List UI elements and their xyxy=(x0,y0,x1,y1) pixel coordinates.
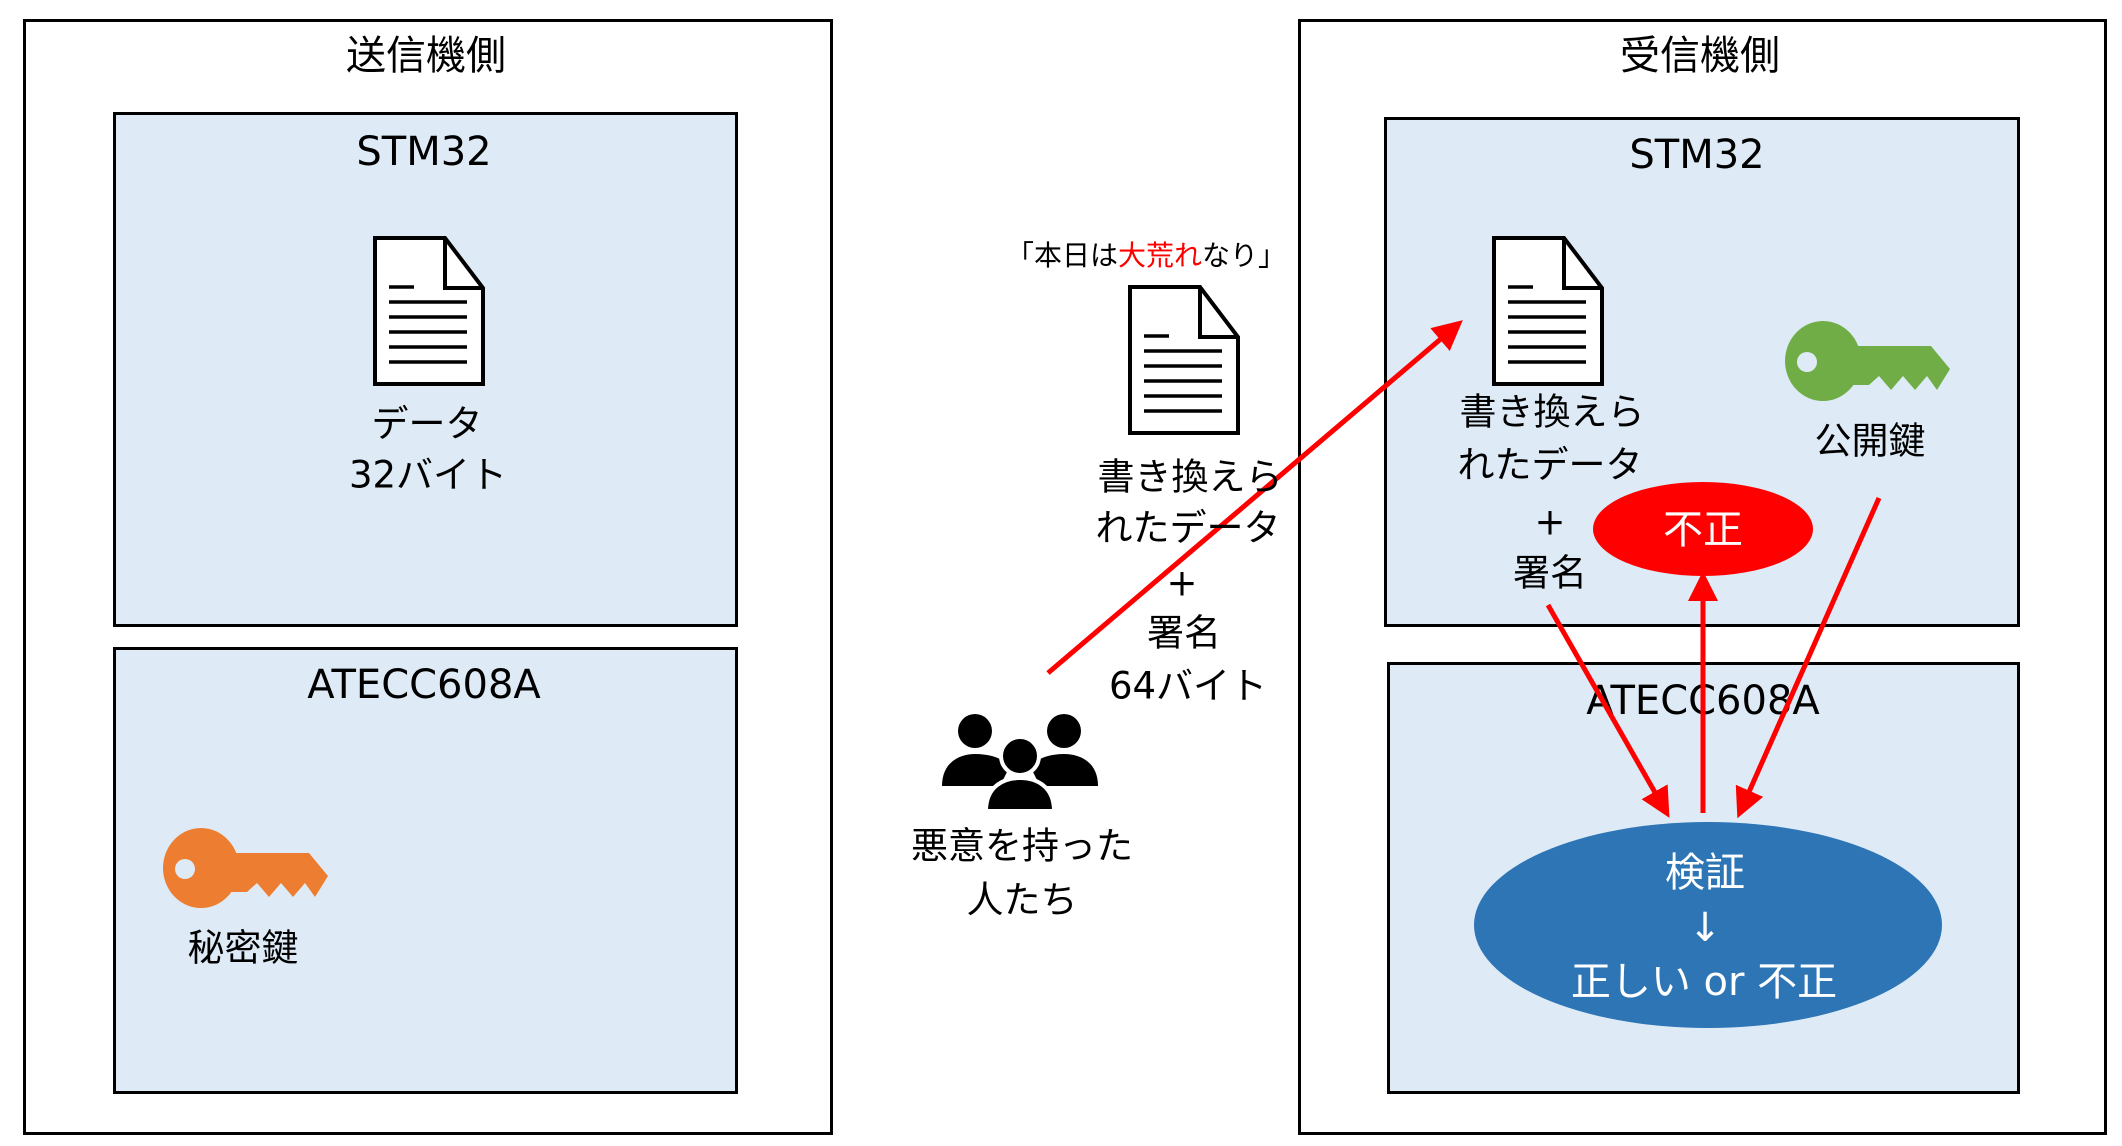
attacker-label-line1: 悪意を持った xyxy=(911,824,1133,868)
quote-open: 「本日は xyxy=(1005,239,1118,272)
public-key-label: 公開鍵 xyxy=(1814,419,1926,463)
attacker-document-icon xyxy=(1128,285,1240,435)
private-key-icon xyxy=(163,828,328,908)
sender-data-label-line2: 32バイト xyxy=(348,453,508,497)
verify-result-text: 正しい or 不正 xyxy=(1570,959,1838,1005)
attacker-payload-line4: 64バイト xyxy=(1108,664,1268,708)
receiver-data-label-line1: 書き換えら xyxy=(1459,390,1645,434)
private-key-label: 秘密鍵 xyxy=(187,926,299,970)
sender-title: 送信機側 xyxy=(346,33,506,79)
receiver-title: 受信機側 xyxy=(1620,33,1780,79)
quote-close: なり」 xyxy=(1202,239,1287,272)
receiver-stm32-title: STM32 xyxy=(1629,132,1765,178)
attacker-payload-line1: 書き換えら xyxy=(1097,455,1283,499)
receiver-data-label-line2: れたデータ xyxy=(1457,443,1643,487)
attacker-payload-line3: 署名 xyxy=(1147,611,1221,655)
data-to-verify-arrow xyxy=(1545,603,1670,818)
receiver-data-label-plus: + xyxy=(1534,500,1566,544)
quote-highlight: 大荒れ xyxy=(1117,239,1203,272)
tamper-arrow xyxy=(1046,320,1463,675)
sender-stm32-title: STM32 xyxy=(356,129,492,175)
attacker-payload-plus: + xyxy=(1166,561,1198,605)
tampered-message-quote: 「本日は大荒れなり」 xyxy=(1006,242,1286,270)
public-key-icon xyxy=(1785,321,1950,401)
sender-data-label-line1: データ xyxy=(371,402,483,446)
invalid-result-badge xyxy=(1593,482,1813,576)
verify-down-arrow: ↓ xyxy=(1688,905,1722,951)
verify-ellipse xyxy=(1474,822,1942,1028)
verify-title: 検証 xyxy=(1665,850,1745,896)
attacker-label-line2: 人たち xyxy=(966,878,1078,922)
receiver-data-label-line3: 署名 xyxy=(1513,551,1587,595)
sender-atecc-title: ATECC608A xyxy=(307,662,541,708)
pubkey-to-verify-arrow xyxy=(1735,496,1882,819)
group-of-people-icon xyxy=(942,714,1098,813)
receiver-document-icon xyxy=(1492,236,1604,386)
sender-document-icon xyxy=(373,236,485,386)
attacker-payload-line2: れたデータ xyxy=(1095,506,1281,550)
invalid-result-text: 不正 xyxy=(1663,507,1743,553)
